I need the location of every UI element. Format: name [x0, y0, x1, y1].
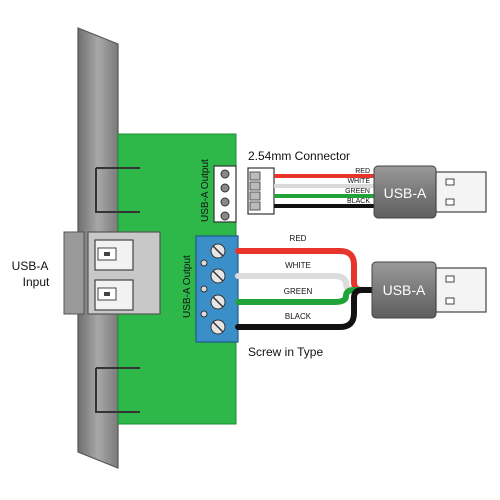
small-wire-label-black: BLACK — [347, 198, 370, 205]
large-wire-label-red: RED — [290, 234, 307, 243]
connector-title: 2.54mm Connector — [248, 149, 350, 163]
screw-title: Screw in Type — [248, 345, 323, 359]
pin-header — [213, 165, 237, 223]
plug-top-label: USB-A — [384, 185, 427, 201]
pcb-output-label-bottom: USB-A Output — [182, 255, 193, 318]
input-label-line1: USB-A — [12, 259, 49, 273]
usb-input-port-block — [87, 231, 161, 315]
large-wire-bundle — [235, 248, 377, 330]
dupont-connector — [247, 167, 275, 215]
small-wire-label-green: GREEN — [345, 188, 370, 195]
small-wire-bundle — [274, 174, 374, 208]
large-wire-label-black: BLACK — [285, 312, 312, 321]
input-label-line2: Input — [23, 275, 50, 289]
large-wire-label-white: WHITE — [285, 261, 311, 270]
large-wire-label-green: GREEN — [284, 287, 313, 296]
screw-terminal-block — [195, 235, 239, 343]
small-wire-label-red: RED — [355, 168, 370, 175]
small-wire-label-white: WHITE — [347, 178, 370, 185]
usb-plug-top — [373, 165, 487, 219]
usb-plug-bottom — [371, 261, 487, 319]
bracket-tab-bottom — [95, 367, 140, 413]
plug-bottom-label: USB-A — [383, 282, 426, 298]
bracket-tab-top — [95, 167, 140, 213]
pcb-output-label-top: USB-A Output — [200, 159, 211, 222]
